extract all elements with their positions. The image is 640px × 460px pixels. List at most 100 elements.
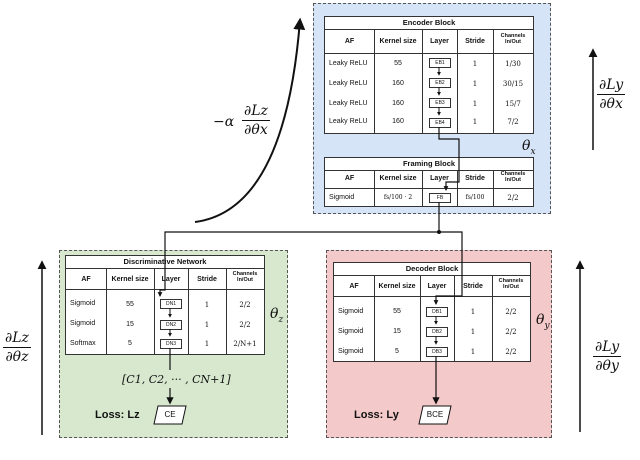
table-cell: 15/7: [505, 100, 521, 108]
flow-arrow: [433, 231, 463, 305]
col-header-layer: Layer: [430, 175, 449, 182]
table-cell: 1: [472, 60, 478, 68]
table-cell: 1: [204, 340, 210, 348]
table-cell: 160: [392, 100, 404, 107]
table-cell: 55: [126, 301, 134, 308]
layer-box: DB2: [426, 327, 448, 337]
layer-box: DB3: [426, 347, 448, 357]
table-cell: 1/30: [505, 60, 521, 68]
adversarial-gradient-fraction: ∂Lz ∂θx: [242, 103, 270, 138]
table-cell: fs/100 · 2: [383, 194, 413, 201]
decoder-table: Decoder Block AF Kernel size Layer Strid…: [333, 262, 531, 362]
col-header-af: AF: [344, 175, 355, 182]
col-header-channels: Channels In/Out: [498, 278, 524, 290]
bce-label: BCE: [426, 410, 444, 419]
encoder-gradient-fraction: ∂Ly ∂θx: [597, 77, 626, 112]
col-header-stride: Stride: [463, 283, 483, 290]
col-header-af: AF: [81, 276, 91, 283]
col-header-kernel: Kernel size: [111, 276, 149, 283]
col-header-channels: Channels In/Out: [500, 33, 526, 45]
table-cell: 2/2: [239, 321, 251, 329]
col-header-kernel: Kernel size: [379, 38, 417, 45]
table-cell: 1: [204, 321, 210, 329]
col-header-channels: Channels In/Out: [500, 171, 526, 183]
layer-box: DN2: [160, 320, 182, 330]
table-cell: Sigmoid: [329, 194, 355, 201]
col-header-layer: Layer: [430, 38, 449, 45]
table-cell: 55: [394, 60, 402, 67]
col-header-layer: Layer: [161, 276, 181, 283]
loss-lz-label: Loss: Lz: [95, 409, 140, 421]
layer-box: DN3: [160, 339, 182, 349]
table-cell: 5: [128, 340, 132, 347]
table-cell: 160: [392, 80, 404, 87]
col-header-kernel: Kernel size: [379, 175, 417, 182]
table-cell: 1: [472, 118, 478, 126]
layer-box: EB4: [429, 118, 451, 128]
table-cell: 7/2: [507, 118, 519, 126]
col-header-stride: Stride: [465, 175, 485, 182]
table-cell: Leaky ReLU: [329, 60, 368, 67]
table-cell: 55: [393, 308, 401, 315]
col-header-channels: Channels In/Out: [232, 271, 258, 283]
framing-title: Framing Block: [325, 158, 533, 171]
table-cell: 160: [392, 118, 404, 125]
table-cell: 1: [204, 301, 210, 309]
layer-box: DB1: [426, 307, 448, 317]
flow-arrow: [438, 127, 460, 191]
table-cell: 2/2: [505, 308, 517, 316]
table-cell: Leaky ReLU: [329, 118, 368, 125]
col-header-kernel: Kernel size: [378, 283, 416, 290]
layer-box: EB1: [429, 58, 451, 68]
flow-arrow: [157, 231, 439, 297]
encoder-title: Encoder Block: [325, 17, 533, 30]
col-header-af: AF: [344, 38, 355, 45]
table-cell: Leaky ReLU: [329, 100, 368, 107]
ce-label: CE: [164, 410, 176, 419]
table-cell: 1: [472, 100, 478, 108]
table-cell: fs/100: [465, 194, 485, 201]
table-cell: 15: [393, 328, 401, 335]
adversarial-gradient-arrow: [194, 17, 306, 223]
decoder-title: Decoder Block: [334, 263, 530, 276]
table-cell: Sigmoid: [338, 328, 364, 335]
theta-y-label: θy: [536, 312, 550, 331]
adversarial-gradient-prefix: −α: [213, 114, 235, 130]
table-cell: 2/2: [239, 301, 251, 309]
col-header-stride: Stride: [465, 38, 485, 45]
table-cell: 15: [126, 321, 134, 328]
table-cell: Sigmoid: [338, 308, 364, 315]
loss-ly-label: Loss: Ly: [354, 409, 399, 421]
ce-loss-box: [153, 405, 187, 425]
table-cell: Leaky ReLU: [329, 80, 368, 87]
table-cell: Sigmoid: [338, 348, 364, 355]
table-cell: 30/15: [502, 80, 524, 88]
bce-loss-box: [418, 405, 452, 425]
layer-box: EB2: [429, 78, 451, 88]
framing-table: Framing Block AF Kernel size Layer Strid…: [324, 157, 534, 207]
table-cell: 1: [472, 80, 478, 88]
table-cell: 1: [470, 308, 476, 316]
col-header-layer: Layer: [427, 283, 447, 290]
decoder-gradient-fraction: ∂Ly ∂θy: [593, 339, 622, 374]
table-cell: 2/N+1: [233, 340, 257, 348]
table-cell: 1: [470, 328, 476, 336]
discriminative-gradient-fraction: ∂Lz ∂θz: [3, 330, 31, 365]
table-cell: 2/2: [505, 348, 517, 356]
table-cell: Sigmoid: [70, 300, 96, 307]
col-header-af: AF: [349, 283, 359, 290]
table-cell: Softmax: [70, 340, 96, 347]
table-cell: 1: [470, 348, 476, 356]
encoder-table: Encoder Block AF Kernel size Layer Strid…: [324, 16, 534, 134]
table-cell: Sigmoid: [70, 320, 96, 327]
table-cell: 2/2: [505, 328, 517, 336]
table-cell: 5: [395, 348, 399, 355]
theta-z-label: θz: [270, 306, 284, 325]
col-header-stride: Stride: [197, 276, 217, 283]
table-cell: 2/2: [507, 194, 519, 202]
layer-box: EB3: [429, 98, 451, 108]
layer-box: DN1: [160, 299, 182, 309]
theta-x-label: θx: [522, 138, 536, 157]
layer-box: FB: [429, 193, 451, 203]
